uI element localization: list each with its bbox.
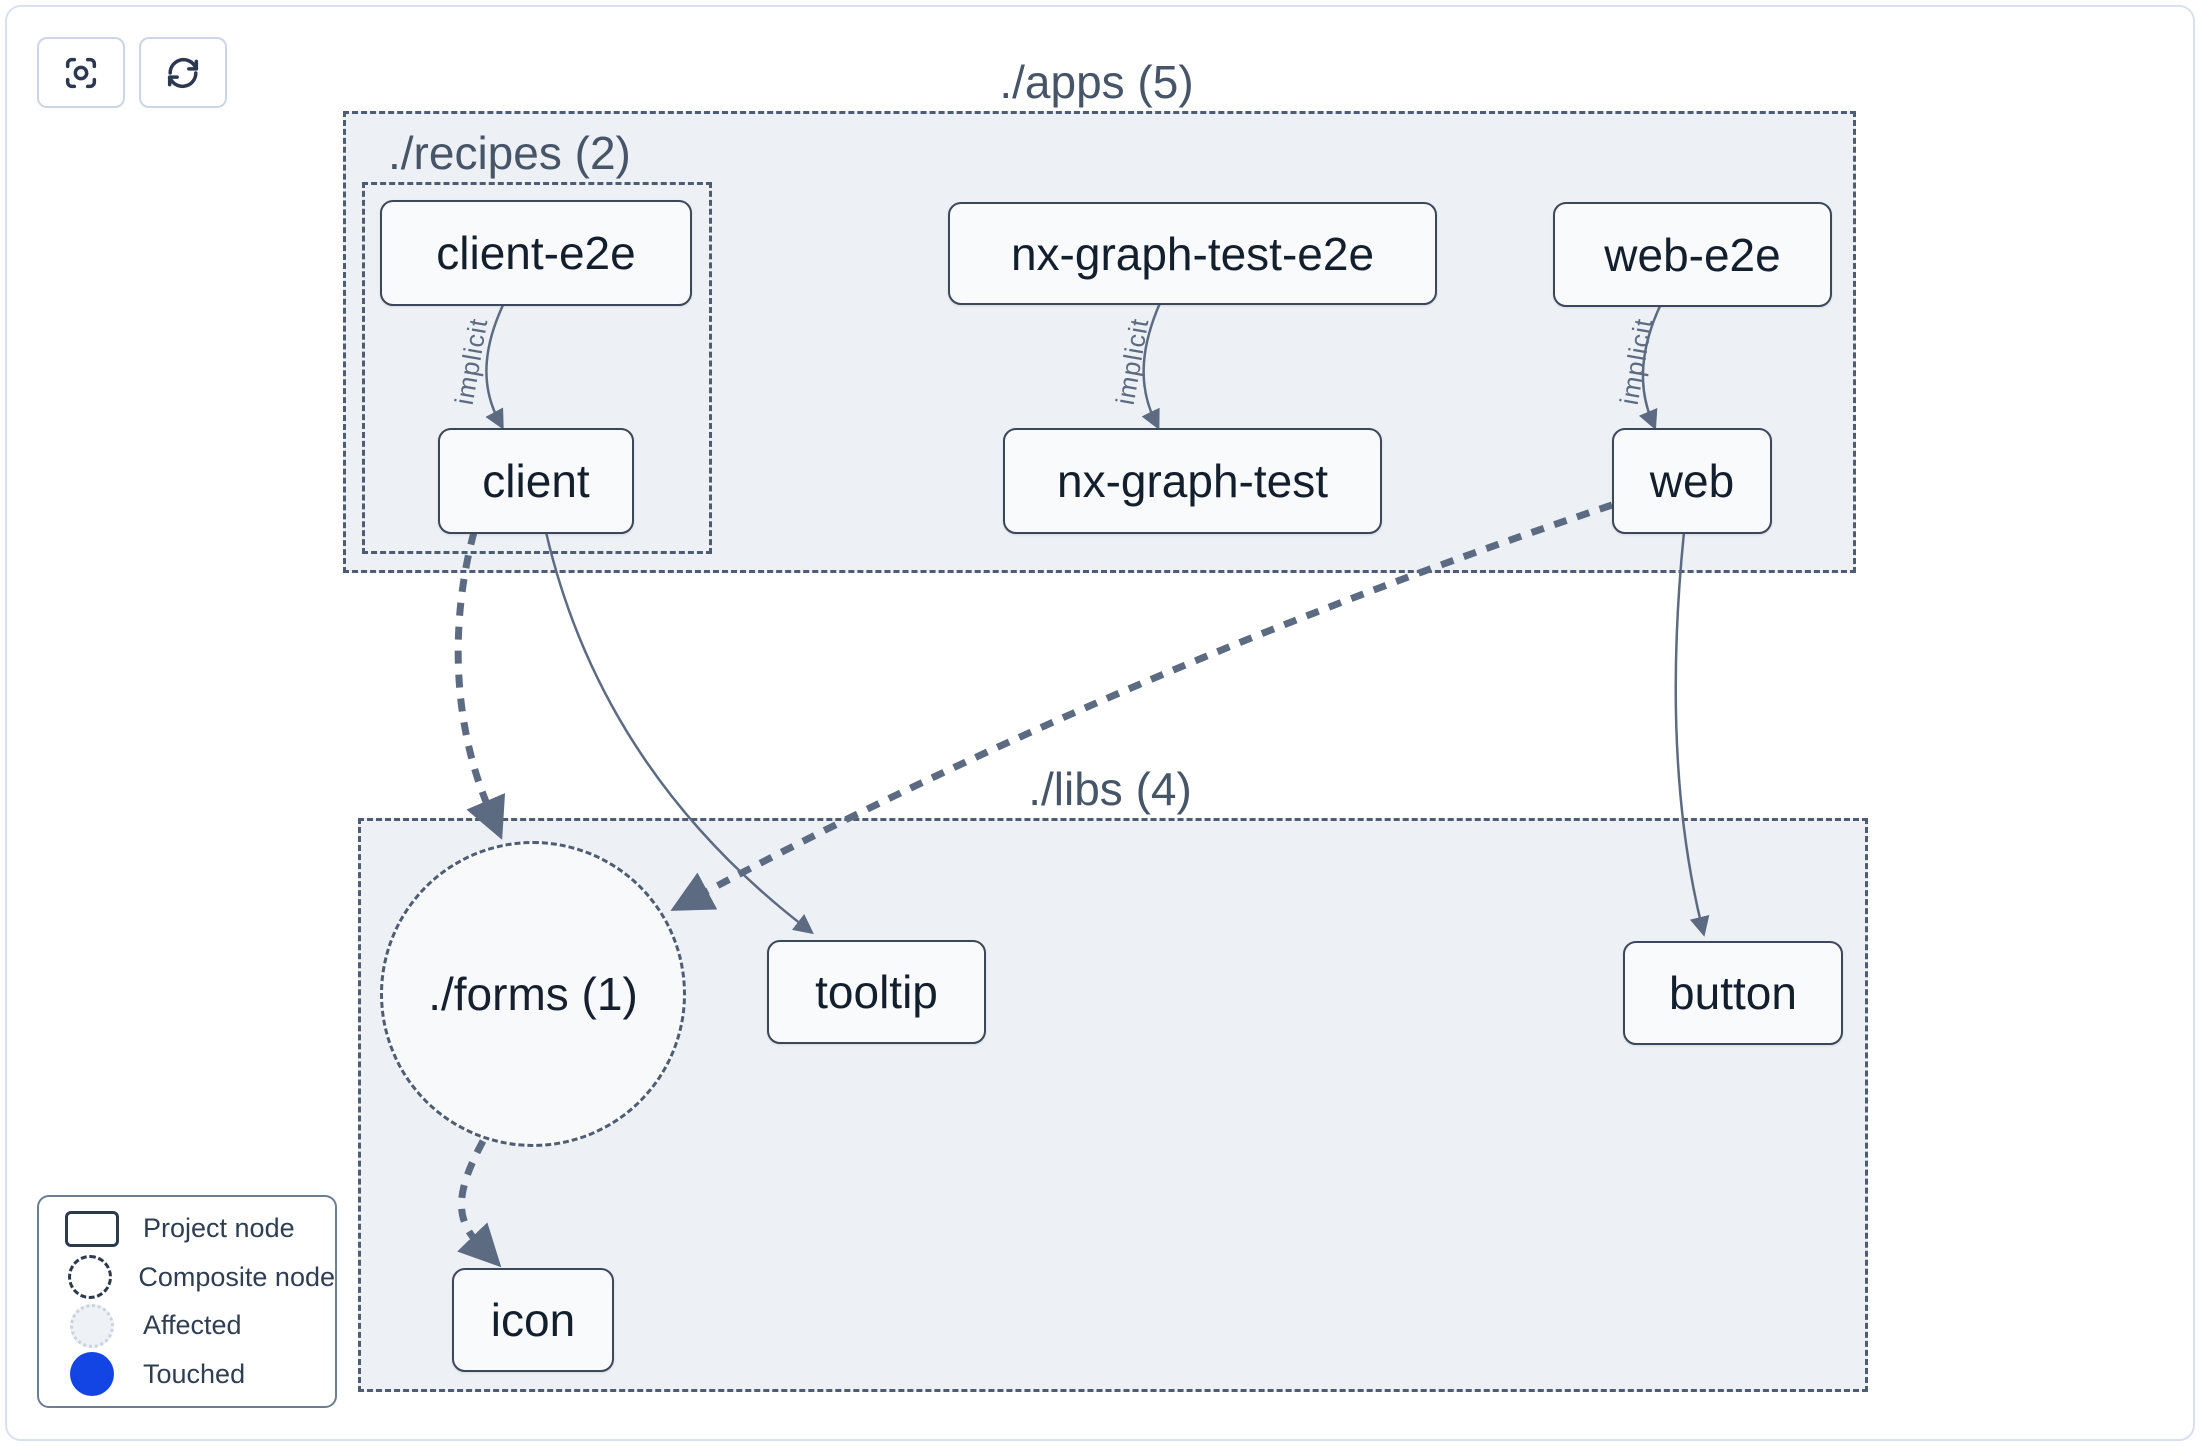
project-node-web[interactable]: web bbox=[1612, 428, 1772, 534]
legend: Project node Composite node Affected Tou… bbox=[37, 1195, 337, 1408]
composite-node-forms-label: ./forms (1) bbox=[428, 968, 638, 1020]
container-apps-label: ./apps (5) bbox=[999, 56, 1194, 108]
project-node-button[interactable]: button bbox=[1623, 941, 1843, 1045]
project-node-swatch-icon bbox=[65, 1210, 119, 1247]
project-node-icon[interactable]: icon bbox=[452, 1268, 614, 1372]
project-node-tooltip[interactable]: tooltip bbox=[767, 940, 986, 1044]
composite-node-forms[interactable]: ./forms (1) bbox=[380, 841, 686, 1147]
project-node-nx-graph-test-e2e[interactable]: nx-graph-test-e2e bbox=[948, 202, 1437, 305]
legend-label: Affected bbox=[143, 1310, 242, 1341]
legend-item-affected: Affected bbox=[63, 1303, 335, 1349]
project-node-web-e2e[interactable]: web-e2e bbox=[1553, 202, 1832, 307]
focus-button[interactable] bbox=[37, 37, 125, 108]
refresh-button[interactable] bbox=[139, 37, 227, 108]
touched-swatch-icon bbox=[70, 1352, 114, 1397]
project-node-nx-graph-test[interactable]: nx-graph-test bbox=[1003, 428, 1382, 534]
project-node-nx-graph-test-label: nx-graph-test bbox=[1056, 455, 1328, 507]
legend-label: Touched bbox=[143, 1358, 246, 1389]
project-node-client-e2e-label: client-e2e bbox=[436, 227, 636, 279]
project-node-icon-label: icon bbox=[490, 1294, 576, 1346]
legend-item-project-node: Project node bbox=[63, 1206, 335, 1252]
container-recipes-label: ./recipes (2) bbox=[388, 127, 631, 179]
project-node-client-e2e[interactable]: client-e2e bbox=[380, 200, 692, 306]
legend-label: Project node bbox=[143, 1213, 295, 1244]
project-node-tooltip-label: tooltip bbox=[815, 966, 938, 1018]
legend-item-composite-node: Composite node bbox=[63, 1254, 335, 1300]
project-node-nx-graph-test-e2e-label: nx-graph-test-e2e bbox=[1010, 227, 1375, 280]
composite-node-swatch-icon bbox=[67, 1255, 112, 1300]
project-node-button-label: button bbox=[1669, 967, 1797, 1019]
project-node-client[interactable]: client bbox=[438, 428, 634, 534]
legend-label: Composite node bbox=[138, 1261, 335, 1292]
affected-swatch-icon bbox=[70, 1303, 114, 1348]
scan-focus-icon bbox=[65, 57, 97, 88]
project-node-web-e2e-label: web-e2e bbox=[1604, 228, 1781, 281]
container-libs-label: ./libs (4) bbox=[1028, 763, 1192, 815]
project-node-client-label: client bbox=[482, 455, 590, 507]
refresh-icon bbox=[167, 57, 199, 88]
legend-item-touched: Touched bbox=[63, 1351, 335, 1397]
project-node-web-label: web bbox=[1649, 455, 1735, 507]
